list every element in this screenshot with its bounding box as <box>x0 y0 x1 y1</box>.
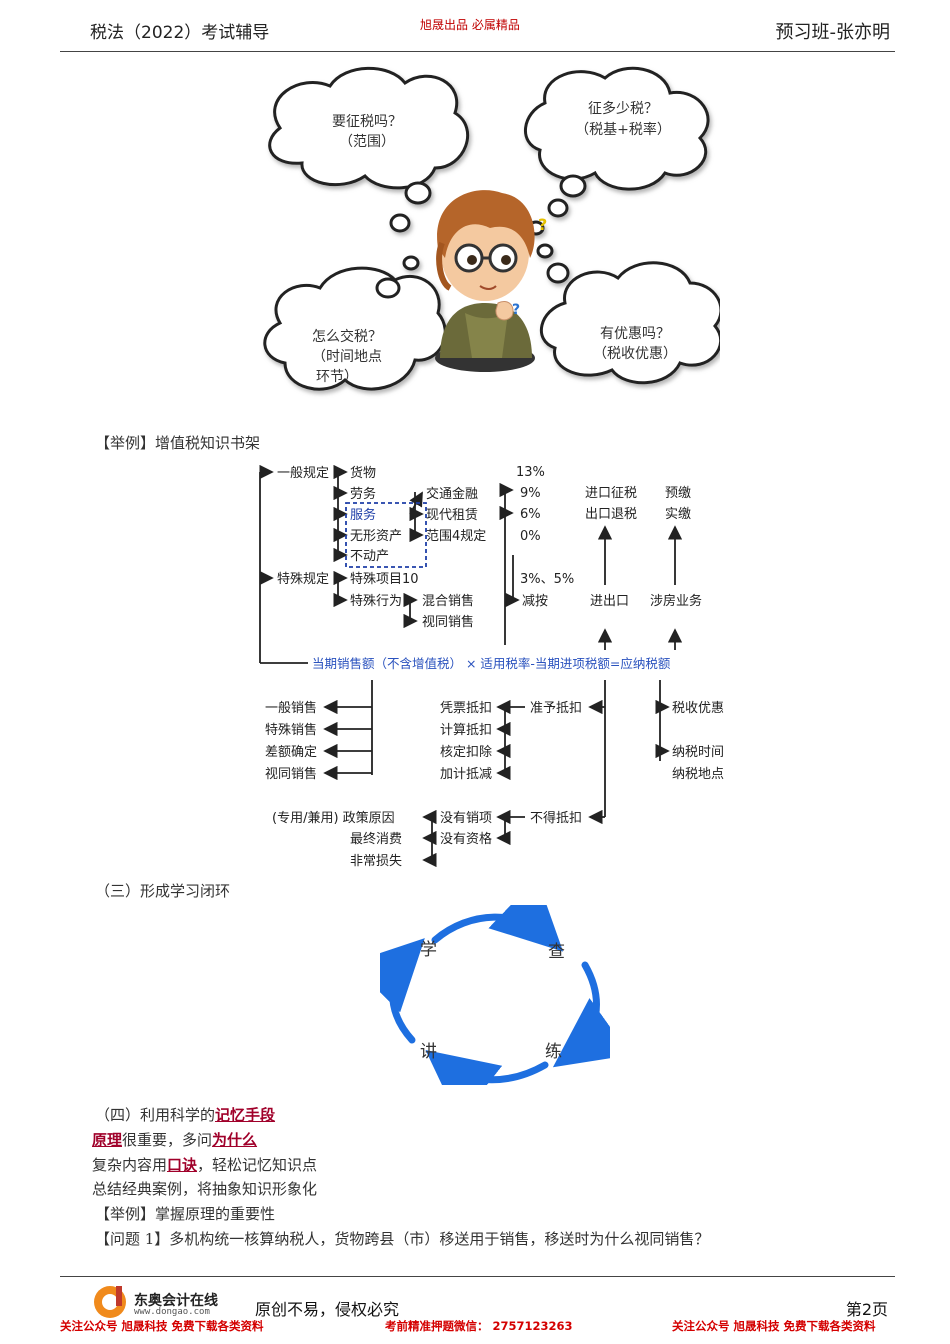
lbl-export: 出口退税 <box>585 507 637 522</box>
lbl-no-sale: 没有销项 <box>440 811 492 826</box>
lbl-r0: 0% <box>520 529 541 544</box>
footer-promo-left: 关注公众号 旭晟科技 免费下载各类资料 <box>60 1319 264 1333</box>
lbl-no-qual: 没有资格 <box>440 831 492 847</box>
footer-logo-text: 东奥会计在线 <box>134 1293 218 1309</box>
lbl-r9: 9% <box>520 486 541 501</box>
line-mnemonic: 复杂内容用口诀，轻松记忆知识点 <box>92 1154 317 1175</box>
footer-logo-url: www.dongao.com <box>134 1307 210 1317</box>
dongao-logo-icon <box>94 1286 126 1318</box>
lbl-credit-calc: 计算抵扣 <box>440 723 492 738</box>
cloud-bl-line1: 怎么交税？ <box>312 328 382 345</box>
vat-bookshelf-diagram: 一般规定 特殊规定 货物 劳务 服务 无形资产 不动产 特殊项目10 特殊行为 … <box>259 464 724 869</box>
line-mnemonic-post: ，轻松记忆知识点 <box>197 1156 318 1174</box>
cycle-practice: 练 <box>545 1042 562 1062</box>
line-principle-mid: 很重要，多问 <box>122 1131 213 1149</box>
lbl-sale-deemed: 视同销售 <box>265 766 317 782</box>
footer-rule <box>60 1276 895 1277</box>
lbl-formula: 当期销售额（不含增值税） × 适用税率-当期进项税额=应纳税额 <box>312 656 671 671</box>
lbl-sale-general: 一般销售 <box>265 700 317 716</box>
learning-cycle-diagram: 学 查 讲 练 <box>380 905 610 1085</box>
lbl-credit-approved: 核定扣除 <box>440 745 492 760</box>
header-slogan: 旭晟出品 必属精品 <box>420 18 520 32</box>
svg-text:?: ? <box>512 302 520 318</box>
lbl-mixed: 混合销售 <box>422 593 474 609</box>
lbl-n1: (专用/兼用) 政策原因 <box>272 810 395 826</box>
lbl-svc2: 现代租赁 <box>426 508 478 523</box>
line-cases: 总结经典案例，将抽象知识形象化 <box>92 1180 318 1198</box>
lbl-place: 纳税地点 <box>672 767 724 782</box>
lbl-credit-invoice: 凭票抵扣 <box>440 701 492 716</box>
cloud-top-left <box>268 66 470 190</box>
lbl-special10: 特殊项目10 <box>350 572 419 587</box>
boy-figure: ? ? <box>435 190 547 372</box>
header-title: 税法（2022）考试辅导 <box>90 23 270 43</box>
line-example-principle: 【举例】掌握原理的重要性 <box>95 1205 276 1223</box>
line-principle-em2: 为什么 <box>212 1131 258 1149</box>
example-vat-bookshelf: 【举例】增值税知识书架 <box>95 434 261 452</box>
cycle-lecture: 讲 <box>420 1042 437 1062</box>
cloud-br-line1: 有优惠吗？ <box>600 326 670 342</box>
cloud-br-line2: （税收优惠） <box>593 346 677 362</box>
line-mnemonic-em: 口诀 <box>167 1156 198 1174</box>
section-4-title: （四）利用科学的记忆手段 <box>95 1104 275 1125</box>
lbl-deny: 不得抵扣 <box>530 810 582 826</box>
section-4-pre: （四）利用科学的 <box>95 1106 216 1124</box>
lbl-time: 纳税时间 <box>672 745 724 760</box>
footer-promo-right: 关注公众号 旭晟科技 免费下载各类资料 <box>672 1319 876 1333</box>
lbl-n3: 非常损失 <box>350 854 402 869</box>
lbl-n2: 最终消费 <box>350 831 402 847</box>
cloud-bl-line3: 环节） <box>316 369 358 385</box>
section-3-title: （三）形成学习闭环 <box>95 882 231 900</box>
cycle-check: 查 <box>548 942 565 962</box>
line-principle: 原理很重要，多问为什么 <box>92 1129 257 1150</box>
lbl-realty: 涉房业务 <box>650 593 702 609</box>
cloud-tr-line2: （税基+税率） <box>575 121 671 138</box>
lbl-sale-special: 特殊销售 <box>265 722 317 738</box>
lbl-deemed: 视同销售 <box>422 614 474 630</box>
footer-page-number: 第2页 <box>845 1300 888 1319</box>
line-question-1: 【问题 1】多机构统一核算纳税人，货物跨县（市）移送用于销售，移送时为什么视同销… <box>95 1230 710 1248</box>
line-mnemonic-pre: 复杂内容用 <box>92 1156 168 1174</box>
lbl-realestate: 不动产 <box>350 549 389 564</box>
lbl-general: 一般规定 <box>277 465 329 481</box>
lbl-prepay: 预缴 <box>665 486 691 501</box>
lbl-import-export: 进出口 <box>590 594 629 609</box>
lbl-svc3: 范围4规定 <box>426 529 486 544</box>
cloud-bottom-right <box>539 261 720 385</box>
lbl-actual: 实缴 <box>665 507 691 522</box>
lbl-sale-diff: 差额确定 <box>265 745 317 760</box>
cycle-learn: 学 <box>420 940 437 960</box>
cloud-tl-line2: （范围） <box>339 133 395 150</box>
cloud-bl-line2: （时间地点 <box>312 349 382 365</box>
section-4-em: 记忆手段 <box>215 1106 276 1124</box>
lbl-special: 特殊规定 <box>277 572 329 587</box>
svg-text:?: ? <box>538 215 547 234</box>
lbl-r6: 6% <box>520 507 541 522</box>
lbl-goods: 货物 <box>350 465 376 481</box>
thinking-illustration: ? ? 要征税吗？ （范围） 征多少税？ （税基+税率） 怎么交税？ （时间地点… <box>263 66 720 391</box>
lbl-intangible: 无形资产 <box>350 529 402 544</box>
cloud-tr-line1: 征多少税？ <box>588 100 658 117</box>
footer-promo-center: 考前精准押题微信： 2757123263 <box>385 1319 573 1333</box>
cloud-tl-line1: 要征税吗？ <box>332 114 402 130</box>
lbl-import: 进口征税 <box>585 486 637 501</box>
lbl-svc1: 交通金融 <box>426 486 478 502</box>
lbl-service: 服务 <box>350 507 376 523</box>
line-principle-em1: 原理 <box>92 1131 123 1149</box>
lbl-r13: 13% <box>516 465 545 480</box>
lbl-pref: 税收优惠 <box>672 701 724 716</box>
lbl-labor: 劳务 <box>350 486 376 502</box>
lbl-special-act: 特殊行为 <box>350 594 402 609</box>
footer-slogan: 原创不易，侵权必究 <box>255 1300 400 1319</box>
lbl-r35: 3%、5% <box>520 572 574 587</box>
cloud-top-right <box>523 66 710 191</box>
lbl-allow: 准予抵扣 <box>530 701 582 716</box>
lbl-reduce: 减按 <box>522 594 548 609</box>
header-rule <box>60 51 895 52</box>
lbl-credit-plus: 加计抵减 <box>440 767 492 782</box>
header-course: 预习班-张亦明 <box>775 22 891 43</box>
